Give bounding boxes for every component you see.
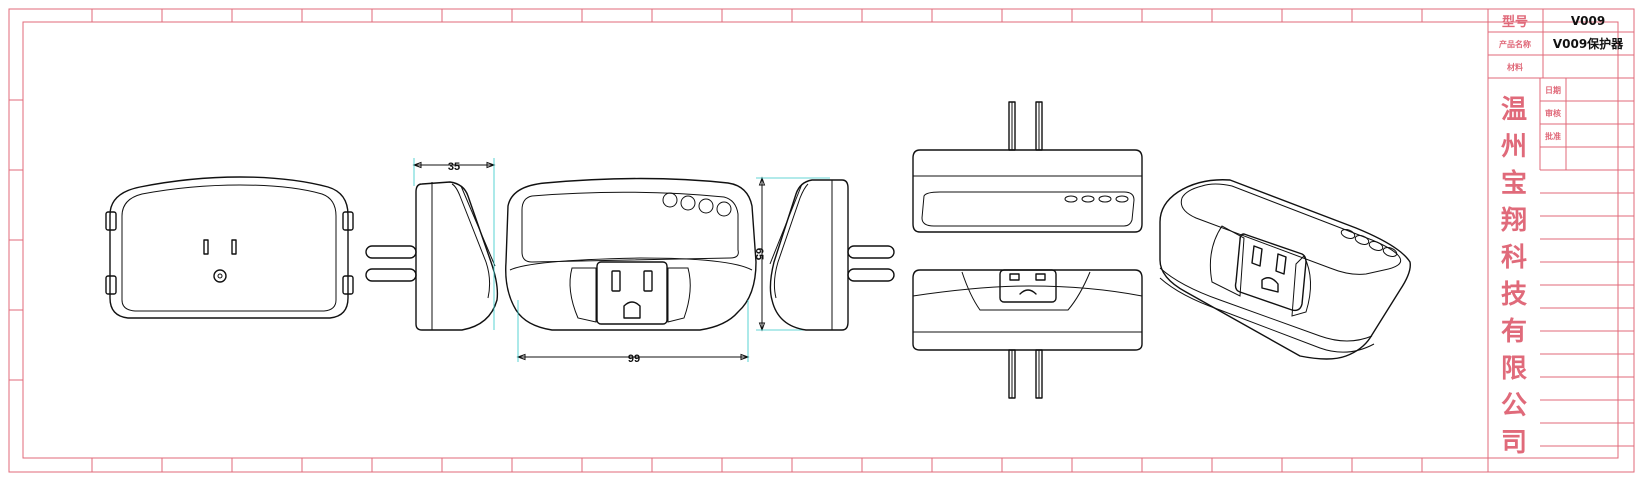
company-char: 限 [1501, 354, 1527, 384]
view-top-bottom [912, 101, 1143, 399]
drawing-frame [8, 8, 1635, 473]
product-name-label: 产品名称 [1499, 39, 1531, 49]
date-label: 日期 [1545, 85, 1561, 95]
product-name-value: V009保护器 [1553, 36, 1624, 51]
company-char: 宝 [1501, 168, 1527, 199]
company-char: 公 [1501, 391, 1527, 421]
height-dimension: 65 [753, 248, 765, 260]
width-dimension: 99 [628, 353, 640, 365]
title-block: 型号 V009 产品名称 V009保护器 材料 日期 审核 批准 温州宝翔科技有… [1487, 9, 1634, 472]
model-value: V009 [1571, 14, 1605, 28]
company-char: 翔 [1501, 206, 1527, 236]
material-label: 材料 [1507, 62, 1523, 72]
company-char: 科 [1501, 243, 1527, 273]
approve-label: 批准 [1545, 131, 1561, 141]
depth-dimension: 35 [448, 161, 460, 173]
view-side-left: 35 [365, 158, 499, 331]
review-label: 审核 [1545, 108, 1561, 118]
company-char: 司 [1501, 428, 1527, 458]
company-char: 有 [1501, 317, 1527, 347]
model-label: 型号 [1502, 14, 1528, 30]
company-char: 技 [1501, 280, 1527, 310]
company-char: 温 [1501, 95, 1527, 125]
company-char: 州 [1501, 132, 1527, 162]
view-front-face [105, 176, 354, 319]
view-side-right: 65 [753, 176, 895, 332]
view-isometric [1159, 179, 1411, 360]
view-front-main: 99 [505, 177, 757, 365]
